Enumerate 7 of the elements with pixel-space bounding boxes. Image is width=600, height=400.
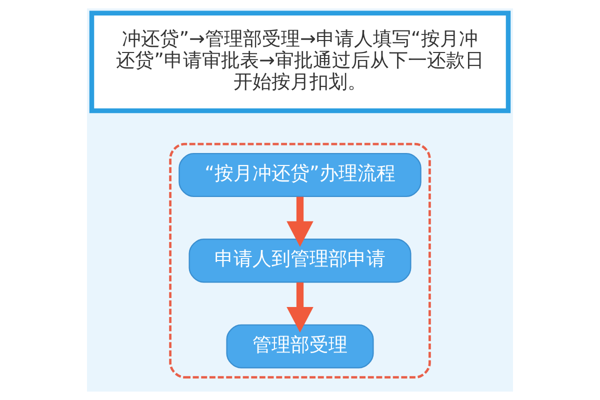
cluster [169, 142, 431, 378]
node-box: 申请人到管理部申请 [188, 238, 412, 283]
arrow [286, 282, 314, 332]
node-box: 冲还贷”→管理部受理→申请人填写“按月冲还贷”申请审批表→审批通过后从下一还款日开始按月扣划。 [89, 10, 511, 114]
node-box: 管理部受理 [226, 324, 374, 368]
node-box: “按月冲还贷”办理流程 [178, 153, 422, 198]
arrow [286, 196, 314, 247]
